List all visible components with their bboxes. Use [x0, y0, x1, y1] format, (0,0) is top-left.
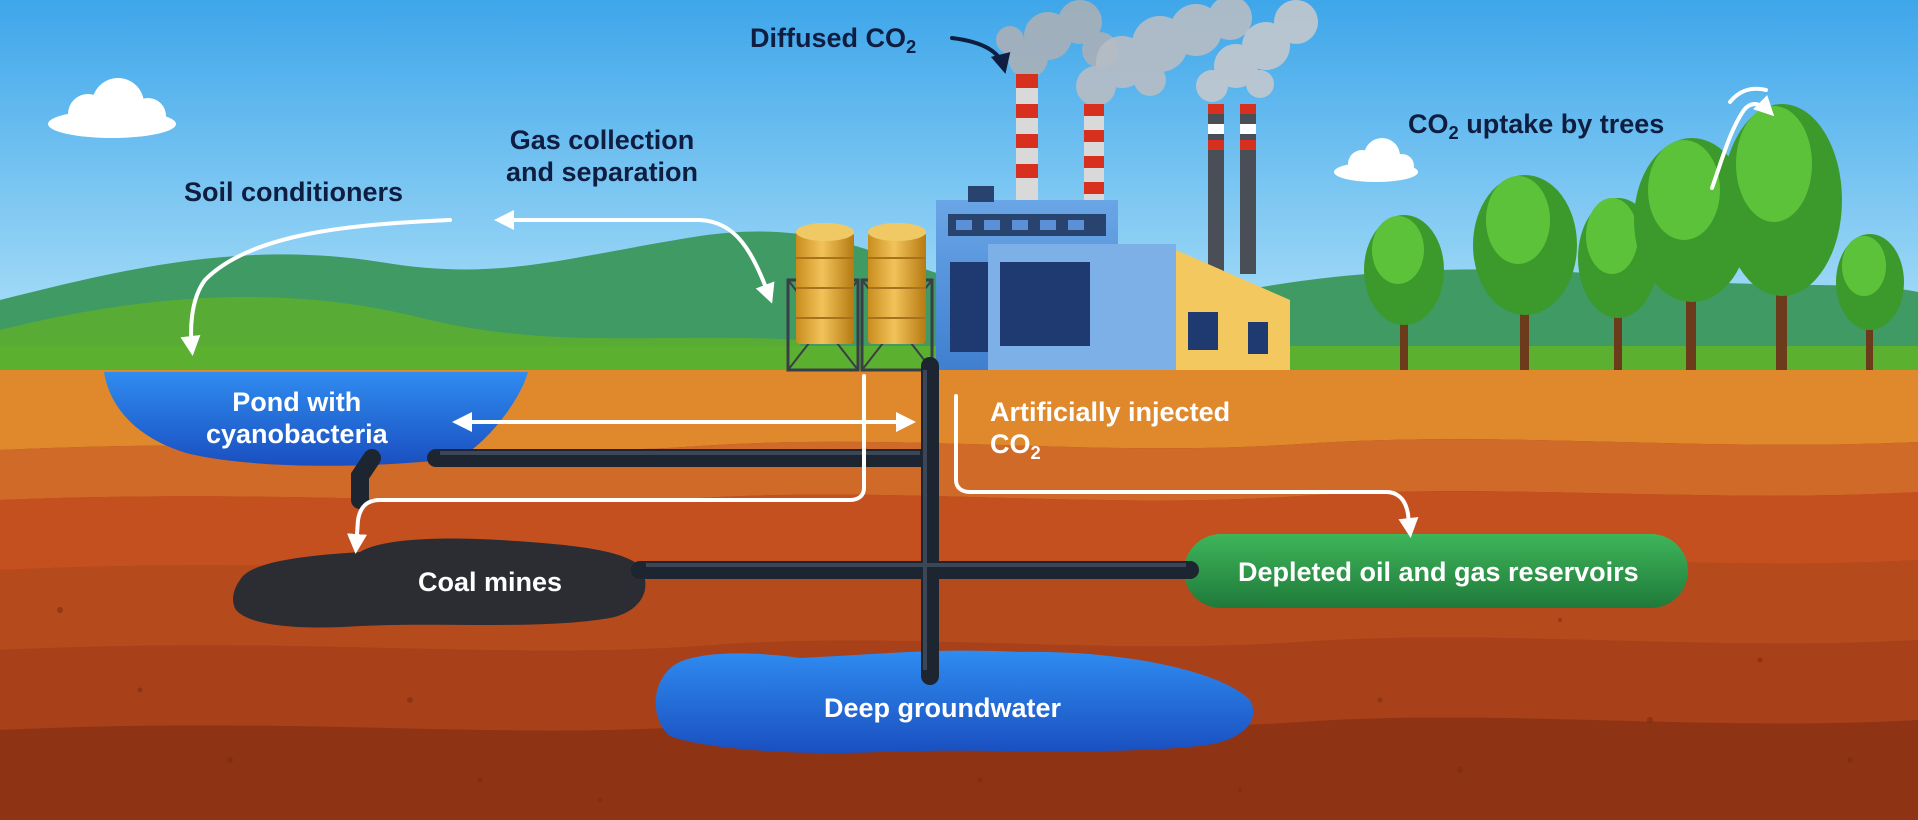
arrow-icon: [180, 86, 1775, 554]
smoke-icon: [1076, 0, 1252, 106]
depleted-reservoirs: [1184, 534, 1688, 608]
cloud-icon: [1334, 138, 1418, 182]
pipe-highlight: [440, 370, 1186, 670]
cloud-icon: [48, 78, 176, 138]
tree-icon: [1364, 215, 1444, 370]
co2-uptake-label: CO2 uptake by trees: [1408, 109, 1665, 143]
pond: [104, 372, 528, 466]
deep-groundwater: [655, 650, 1254, 754]
pipe-network: [351, 357, 1199, 685]
gas-collection-label: Gas collection and separation: [506, 125, 699, 188]
deep-groundwater-label: Deep groundwater: [824, 693, 1062, 723]
depleted-reservoirs-label: Depleted oil and gas reservoirs: [1238, 557, 1639, 587]
diffused-co2-label: Diffused CO2: [750, 23, 917, 57]
chimney-icon: [1240, 104, 1256, 274]
storage-tank-icon: [860, 223, 934, 372]
tree-icon: [1473, 175, 1577, 370]
storage-tank-icon: [786, 223, 860, 372]
chimney-icon: [1208, 104, 1224, 274]
factory-icon: [936, 186, 1290, 370]
coal-mines-label: Coal mines: [418, 567, 563, 597]
arrow-icon: [950, 36, 1011, 74]
soil-conditioners-label: Soil conditioners: [184, 177, 404, 207]
artificially-injected-label: Artificially injected CO2: [990, 397, 1231, 464]
tree-icon: [1836, 234, 1904, 370]
coal-mines: [233, 538, 646, 628]
pond-label: Pond with cyanobacteria: [206, 387, 388, 450]
chimney-icon: [1016, 74, 1038, 204]
tree-icon: [1722, 104, 1842, 370]
tree-icon: [1634, 138, 1750, 370]
chimney-icon: [1084, 104, 1104, 204]
smoke-icon: [1196, 0, 1318, 102]
